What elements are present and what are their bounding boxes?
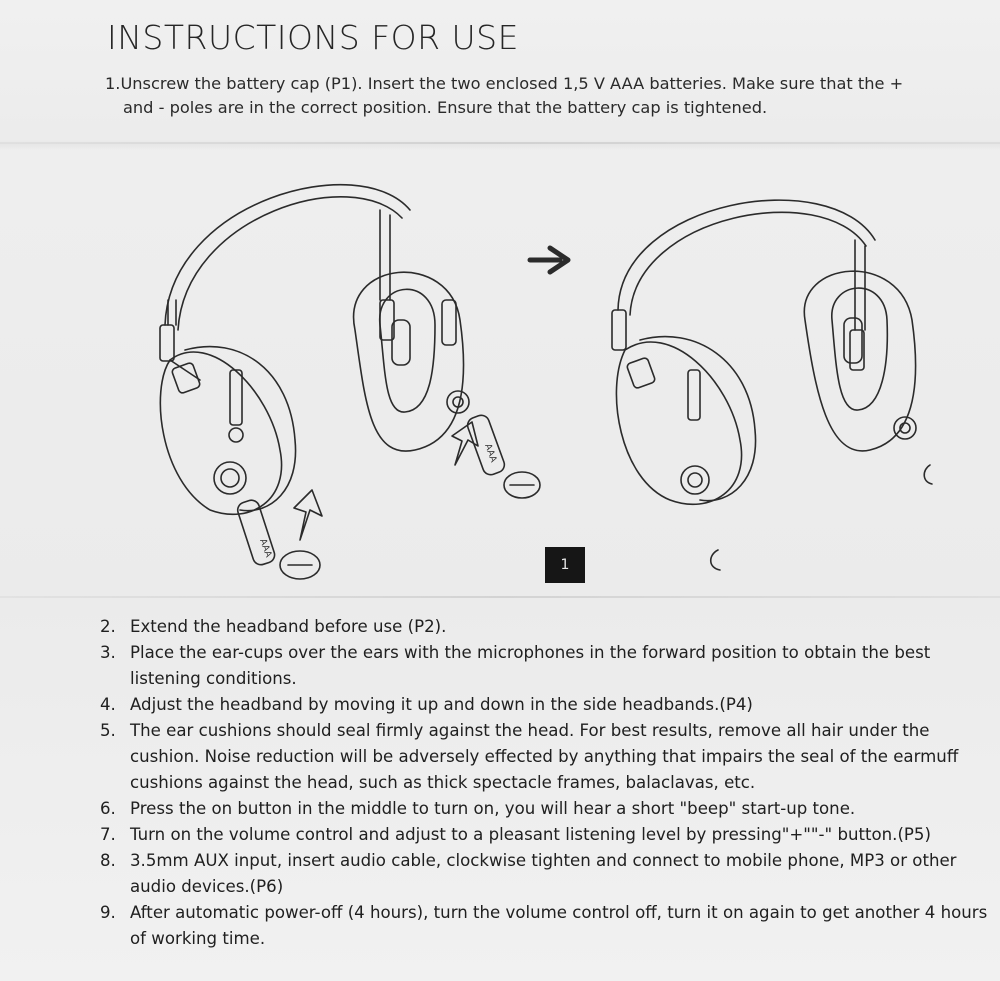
list-item: 4.Adjust the headband by moving it up an…: [100, 695, 753, 714]
paper-fold-line: [0, 142, 1000, 144]
svg-text:AAA: AAA: [482, 443, 498, 465]
list-item: 9.After automatic power-off (4 hours), t…: [100, 903, 988, 948]
step-text-line-1: Unscrew the battery cap (P1). Insert the…: [120, 74, 904, 93]
arrow-right-icon: [527, 245, 571, 275]
paper-fold-line: [0, 596, 1000, 598]
list-item: 6.Press the on button in the middle to t…: [100, 799, 856, 818]
list-item: 2.Extend the headband before use (P2).: [100, 617, 447, 636]
list-item: 5.The ear cushions should seal firmly ag…: [100, 721, 959, 792]
instruction-steps-list: 2.Extend the headband before use (P2). 3…: [100, 614, 990, 952]
headset-closed-illustration: [611, 199, 933, 571]
headset-battery-illustration: AAA AAA: [159, 183, 933, 580]
headset-open-illustration: AAA AAA: [159, 183, 541, 580]
page-title: INSTRUCTIONS FOR USE: [107, 18, 519, 57]
list-item: 8.3.5mm AUX input, insert audio cable, c…: [100, 851, 957, 896]
list-item: 3.Place the ear-cups over the ears with …: [100, 643, 931, 688]
step-number: 1.: [105, 74, 121, 93]
figure-number-badge: 1: [545, 547, 585, 583]
step-1: 1.Unscrew the battery cap (P1). Insert t…: [105, 72, 985, 120]
step-text-line-2: and - poles are in the correct position.…: [123, 98, 768, 117]
list-item: 7.Turn on the volume control and adjust …: [100, 825, 931, 844]
